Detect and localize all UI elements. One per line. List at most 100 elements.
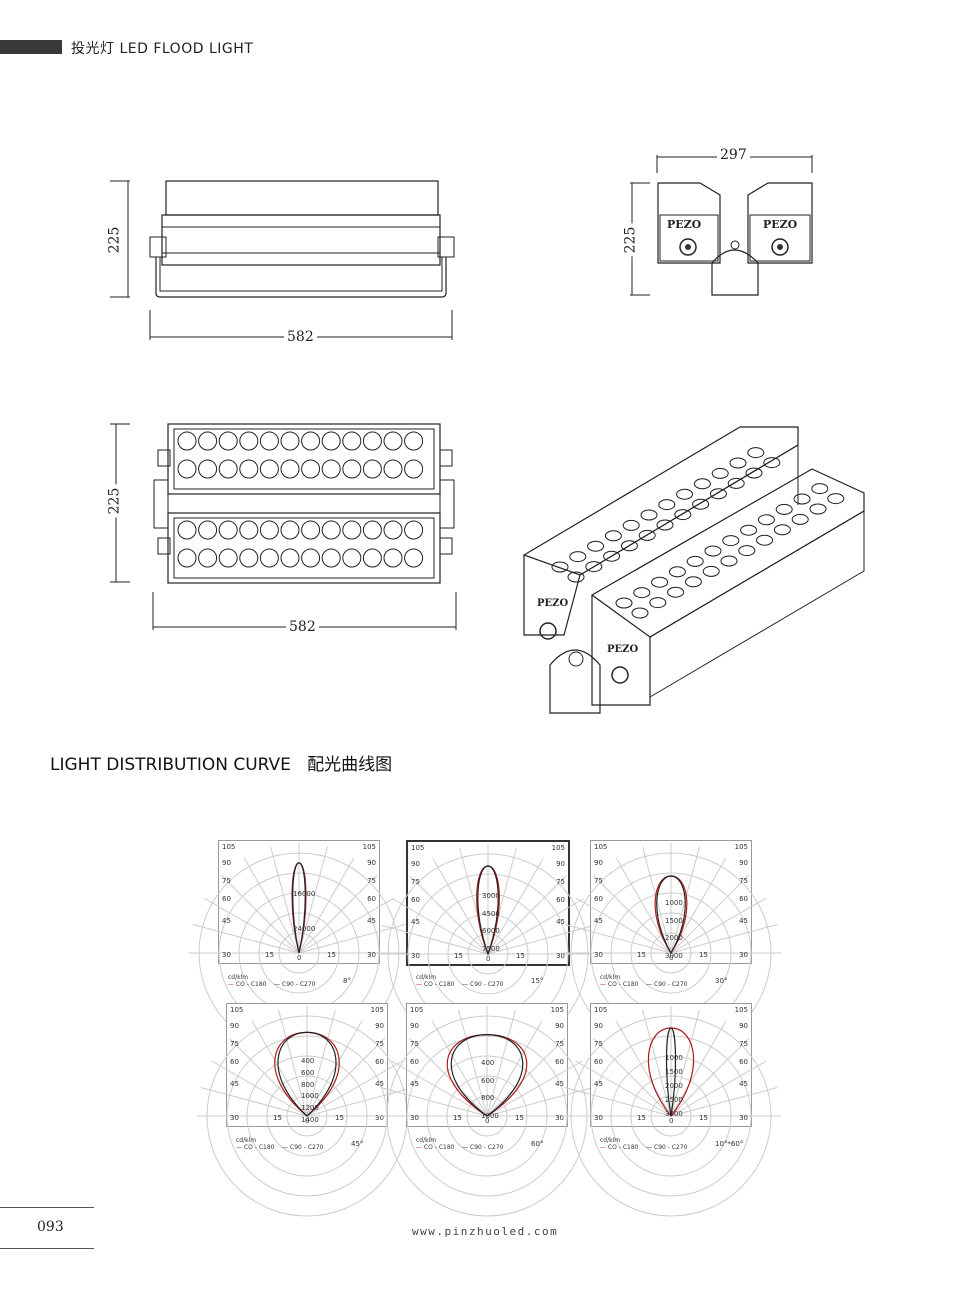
led-lens-iso [773, 524, 791, 536]
led-lens-iso [756, 534, 774, 546]
angle-label: 60 [555, 1058, 564, 1066]
angle-label: 105 [551, 844, 565, 852]
angle-label: 0 [485, 1117, 490, 1125]
polar-grid-spoke [670, 1020, 727, 1117]
legend-a: CO - C180 [607, 1144, 639, 1151]
polar-grid-spoke [211, 1060, 308, 1117]
led-lens [239, 459, 259, 479]
polar-grid-spoke [408, 1037, 488, 1117]
polar-grid-spoke [575, 1060, 672, 1117]
led-lens [177, 459, 197, 479]
led-lens [404, 520, 424, 540]
led-lens-iso [633, 587, 651, 599]
intensity-value-label: 6000 [482, 927, 500, 936]
angle-label: 0 [305, 1117, 310, 1125]
legend-a: CO - C180 [243, 1144, 275, 1151]
led-lens-iso [656, 519, 674, 531]
led-lens-iso [811, 483, 829, 495]
intensity-value-label: 800 [301, 1080, 315, 1089]
led-lens [342, 520, 362, 540]
led-lens-iso [740, 524, 758, 536]
angle-label: 15 [699, 951, 708, 959]
angle-label: 45 [556, 918, 565, 926]
unit-label: cd/klm [600, 974, 621, 981]
angle-label: 45 [739, 1080, 748, 1088]
angle-label: 105 [594, 843, 608, 851]
led-lens [177, 548, 197, 568]
brand-mark-iso-right: PEZO [607, 644, 639, 655]
intensity-value-label: 4500 [482, 909, 500, 918]
angle-label: 90 [739, 1022, 748, 1030]
legend-b: C90 - C270 [290, 1144, 324, 1151]
side-width-label: 582 [284, 329, 317, 345]
led-lens [198, 520, 218, 540]
intensity-value-label: 400 [481, 1059, 495, 1068]
led-lens [383, 459, 403, 479]
polar-grid-spoke [642, 1009, 672, 1117]
polar-grid-spoke [486, 1020, 543, 1117]
led-lens-iso [587, 540, 605, 552]
polar-grid-spoke [487, 875, 567, 955]
led-lens-iso [603, 550, 621, 562]
polar-grid-spoke [575, 897, 672, 954]
intensity-value-label: 2500 [665, 1096, 683, 1105]
angle-label: 75 [739, 1040, 748, 1048]
polar-grid-spoke [486, 1037, 566, 1117]
led-lens [198, 431, 218, 451]
angle-label: 90 [555, 1022, 564, 1030]
angle-label: 45 [555, 1080, 564, 1088]
angle-label: 30 [230, 1114, 239, 1122]
angle-label: 105 [370, 1006, 384, 1014]
angle-label: 105 [411, 844, 425, 852]
unit-label: cd/klm [416, 974, 437, 981]
angle-label: 90 [594, 859, 603, 867]
intensity-value-label: 800 [481, 1094, 495, 1103]
angle-label: 75 [367, 877, 376, 885]
front-view-drawing [110, 423, 457, 630]
led-lens [198, 548, 218, 568]
angle-label: 30 [367, 951, 376, 959]
led-lens [342, 431, 362, 451]
led-lens-iso [569, 551, 587, 563]
intensity-value-label: 16000 [293, 889, 316, 898]
angle-label: 75 [594, 877, 603, 885]
chart-legend: — CO - C180 — C90 - C270 [228, 981, 316, 988]
angle-label: 105 [222, 843, 236, 851]
legend-a: CO - C180 [607, 981, 639, 988]
intensity-value-label: 1000 [665, 899, 683, 908]
legend-a: CO - C180 [423, 1144, 455, 1151]
led-lens-iso [622, 519, 640, 531]
led-lens-iso [674, 509, 692, 521]
polar-grid-spoke [409, 875, 489, 955]
angle-label: 75 [411, 878, 420, 886]
led-lens-iso [791, 513, 809, 525]
angle-label: 0 [297, 954, 302, 962]
led-lens-iso [709, 488, 727, 500]
led-lens-iso [658, 499, 676, 511]
led-lens-iso [585, 561, 603, 573]
led-lens-iso [651, 576, 669, 588]
angle-label: 60 [410, 1058, 419, 1066]
led-lens [301, 520, 321, 540]
polar-grid-spoke [278, 1009, 308, 1117]
led-lens [362, 459, 382, 479]
beam-angle-label: 8° [343, 977, 351, 985]
led-lens-iso [676, 488, 694, 500]
chart-legend: — CO - C180 — C90 - C270 [416, 981, 504, 988]
intensity-curve [665, 1027, 677, 1117]
intensity-curve [292, 862, 306, 954]
angle-label: 105 [734, 1006, 748, 1014]
polar-grid-spoke [243, 857, 300, 954]
intensity-value-label: 1000 [665, 1054, 683, 1063]
unit-label: cd/klm [600, 1137, 621, 1144]
led-lens [383, 548, 403, 568]
led-lens [177, 431, 197, 451]
polar-grid-spoke [564, 1087, 672, 1117]
angle-label: 75 [230, 1040, 239, 1048]
website-url: www.pinzhuoled.com [412, 1225, 559, 1238]
polar-grid-spoke [486, 1060, 583, 1117]
